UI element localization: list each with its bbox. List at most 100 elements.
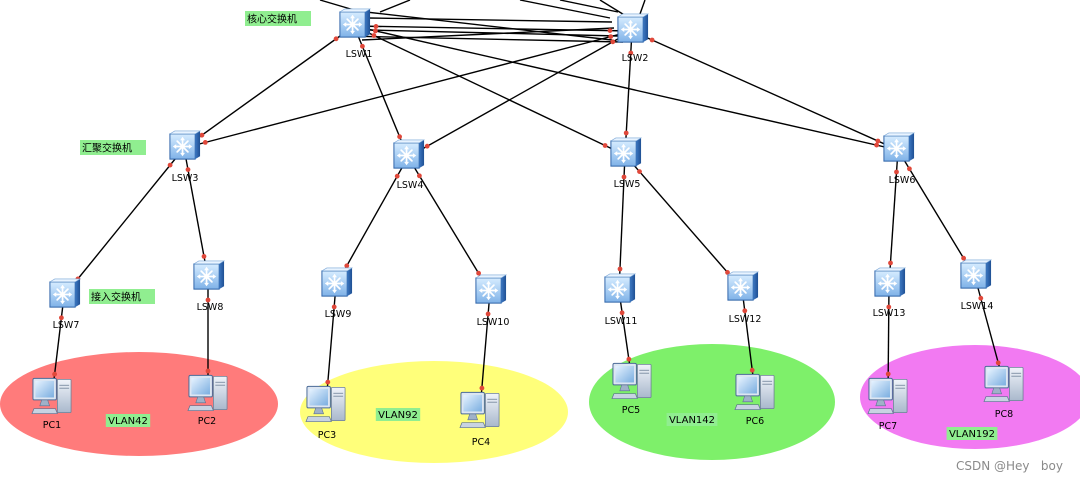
switch-icon-lsw1[interactable]	[339, 8, 371, 39]
port-dot	[59, 315, 64, 321]
trunk-link	[369, 29, 619, 37]
port-dot	[885, 371, 891, 377]
switch-icon-lsw8[interactable]	[193, 260, 225, 291]
link-lsw1-lsw5	[353, 25, 626, 156]
port-dot	[649, 37, 655, 43]
pc-label-pc3: PC3	[318, 430, 336, 441]
port-dot	[331, 304, 337, 310]
port-dot	[205, 297, 211, 303]
port-dot	[371, 33, 377, 38]
switch-icon-lsw5[interactable]	[610, 137, 642, 168]
port-dot	[619, 310, 625, 316]
link-lsw1-lsw3	[183, 25, 355, 149]
link-lsw4-lsw10	[407, 156, 491, 293]
switch-icon-lsw6[interactable]	[883, 132, 915, 163]
port-dot	[205, 368, 211, 374]
trunk-link	[343, 35, 624, 43]
switch-label-lsw2: LSW2	[622, 53, 649, 64]
pc-label-pc4: PC4	[472, 437, 490, 448]
vlan-label-vlan142: VLAN142	[669, 415, 715, 426]
switch-icon-lsw13[interactable]	[874, 267, 906, 298]
port-dot	[201, 254, 207, 259]
port-dot	[394, 173, 400, 179]
link-lsw13-pc7	[887, 284, 890, 397]
trunk-link	[559, 0, 619, 13]
port-dot	[907, 166, 912, 172]
pc-label-pc6: PC6	[746, 416, 764, 427]
port-dot	[185, 167, 191, 173]
switch-label-lsw9: LSW9	[325, 309, 352, 320]
port-dot	[749, 367, 755, 373]
switch-label-lsw1: LSW1	[346, 49, 373, 60]
port-dot	[621, 174, 627, 180]
link-lsw3-lsw7	[63, 147, 185, 297]
note-core: 核心交换机	[247, 13, 297, 26]
port-dot	[333, 36, 339, 42]
port-dot	[961, 255, 966, 261]
pc-label-pc7: PC7	[879, 421, 897, 432]
switch-icon-lsw12[interactable]	[727, 271, 759, 302]
switch-icon-lsw4[interactable]	[393, 139, 425, 170]
switch-label-lsw5: LSW5	[614, 179, 641, 190]
port-dot	[167, 162, 173, 168]
trunk-link	[639, 0, 646, 15]
link-lsw1-lsw2	[353, 25, 633, 32]
vlan-tag-bg	[666, 413, 718, 426]
vlan-label-vlan192: VLAN192	[949, 429, 995, 440]
pc-label-pc2: PC2	[198, 416, 216, 427]
port-dot	[373, 24, 379, 29]
switch-icon-lsw7[interactable]	[49, 278, 81, 309]
port-dot	[424, 143, 430, 149]
link-lsw2-lsw6	[631, 30, 899, 151]
link-lsw6-lsw14	[897, 149, 976, 278]
switch-label-lsw11: LSW11	[605, 316, 638, 327]
note-bg	[80, 140, 146, 155]
port-dot	[637, 169, 642, 175]
switch-label-lsw7: LSW7	[53, 320, 80, 331]
switch-label-lsw4: LSW4	[397, 180, 424, 191]
vlan-tag-bg	[105, 414, 151, 427]
switch-icon-lsw11[interactable]	[604, 273, 636, 304]
port-dot	[325, 379, 331, 385]
port-dot	[479, 385, 485, 391]
trunk-link	[319, 0, 355, 11]
trunk-link	[519, 0, 611, 19]
port-dot	[742, 308, 748, 314]
port-dot	[886, 304, 892, 310]
trunk-link	[365, 11, 613, 41]
pc-label-pc8: PC8	[995, 409, 1013, 420]
switch-icon-lsw9[interactable]	[321, 267, 353, 298]
switch-label-lsw14: LSW14	[961, 301, 994, 312]
port-dot	[894, 169, 899, 175]
port-dot	[875, 138, 881, 144]
port-dot	[417, 173, 422, 179]
link-lsw2-lsw5	[624, 30, 633, 156]
switch-icon-lsw14[interactable]	[960, 259, 992, 290]
port-dot	[617, 266, 623, 272]
switch-label-lsw6: LSW6	[889, 175, 916, 186]
port-dot	[199, 132, 205, 138]
note-access: 接入交换机	[91, 291, 141, 304]
switch-icon-lsw3[interactable]	[169, 130, 201, 161]
port-dot	[360, 43, 365, 49]
link-lsw4-lsw9	[335, 156, 409, 286]
port-dot	[995, 360, 1001, 366]
port-dot	[626, 356, 632, 362]
link-lsw1-lsw6	[353, 25, 899, 151]
vlan-tag-bg	[375, 408, 421, 421]
switch-icon-lsw2[interactable]	[617, 13, 649, 44]
trunk-link	[367, 17, 613, 23]
port-dot	[485, 311, 491, 317]
port-dot	[52, 371, 57, 377]
port-dot	[344, 263, 350, 269]
port-dot	[202, 140, 208, 145]
switch-icon-lsw10[interactable]	[475, 274, 507, 305]
port-dot	[476, 270, 481, 276]
link-lsw5-lsw12	[624, 154, 743, 290]
vlan-area-vlan142	[589, 344, 835, 460]
port-dot	[628, 50, 634, 56]
port-dot	[623, 130, 629, 136]
watermark-text: CSDN @Hey boy	[956, 459, 1063, 473]
vlan-label-vlan92: VLAN92	[378, 410, 418, 421]
port-dot	[725, 270, 730, 275]
